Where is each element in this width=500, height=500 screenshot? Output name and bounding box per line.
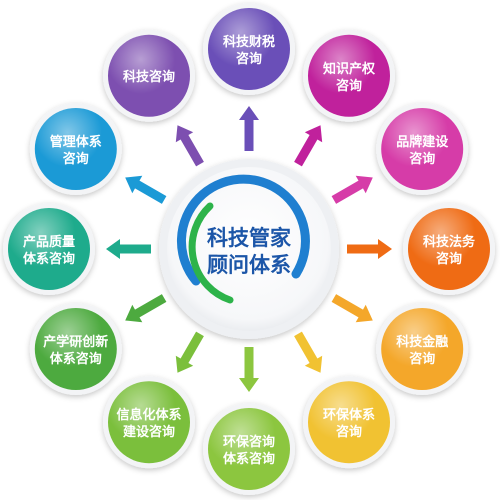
center-ring-blue bbox=[176, 174, 310, 286]
node-label-line-1: 科技咨询 bbox=[123, 69, 175, 85]
arrow-0 bbox=[239, 106, 259, 151]
node-label-line-1: 知识产权 bbox=[323, 61, 376, 77]
node-label-line-2: 咨询 bbox=[236, 51, 262, 67]
node-label-line-2: 体系咨询 bbox=[23, 251, 75, 267]
arrow-3 bbox=[347, 239, 392, 259]
node-gloss bbox=[8, 208, 90, 290]
center-hub: 科技管家 顾问体系 bbox=[159, 159, 339, 339]
node-label-line-2: 咨询 bbox=[409, 151, 435, 167]
node-label-line-1: 产品质量 bbox=[23, 234, 75, 250]
arrow-1 bbox=[294, 125, 323, 167]
node-label-line-2: 体系咨询 bbox=[50, 351, 102, 367]
node-gloss bbox=[208, 8, 290, 90]
arrow-7 bbox=[175, 331, 204, 373]
node-gloss bbox=[34, 308, 117, 390]
node-label-line-1: 产学研创新 bbox=[43, 334, 108, 350]
node-gloss bbox=[108, 34, 190, 117]
node-label-line-2: 咨询 bbox=[336, 424, 362, 440]
center-title-line-1: 科技管家 bbox=[207, 226, 292, 250]
node-gloss bbox=[381, 108, 464, 190]
node-gloss bbox=[408, 208, 490, 290]
node-gloss bbox=[308, 34, 390, 117]
node-label-line-2: 咨询 bbox=[436, 251, 462, 267]
node-label-line-1: 环保体系 bbox=[323, 407, 375, 423]
node-gloss bbox=[308, 381, 390, 464]
arrows-layer bbox=[106, 106, 392, 392]
node-label-line-1: 环保咨询 bbox=[223, 434, 275, 450]
center-ring-green bbox=[188, 202, 234, 304]
node-gloss bbox=[34, 108, 117, 190]
consulting-node-11: 科技咨询 bbox=[103, 29, 195, 122]
node-label-line-2: 咨询 bbox=[63, 151, 89, 167]
node-label-line-1: 科技财税 bbox=[223, 34, 275, 50]
node-label-line-1: 科技金融 bbox=[396, 334, 448, 350]
node-gloss bbox=[381, 308, 464, 390]
node-label-line-1: 品牌建设 bbox=[396, 134, 449, 150]
node-label-line-1: 管理体系 bbox=[50, 134, 102, 150]
node-gloss bbox=[108, 381, 190, 464]
arrow-8 bbox=[125, 294, 167, 323]
arrow-9 bbox=[106, 239, 151, 259]
arrow-10 bbox=[125, 175, 167, 204]
center-title-line-2: 顾问体系 bbox=[207, 253, 291, 277]
arrow-11 bbox=[175, 125, 204, 167]
nodes-layer: 科技财税咨询知识产权咨询品牌建设咨询科技法务咨询科技金融咨询环保体系咨询环保咨询… bbox=[3, 3, 495, 495]
arrow-2 bbox=[331, 175, 373, 204]
arrow-4 bbox=[331, 294, 373, 323]
node-label-line-2: 建设咨询 bbox=[123, 424, 175, 440]
node-label-line-1: 科技法务 bbox=[423, 234, 476, 250]
node-label-line-2: 咨询 bbox=[409, 351, 435, 367]
node-label-line-1: 信息化体系 bbox=[116, 407, 181, 423]
node-gloss bbox=[208, 408, 290, 490]
node-label-line-2: 咨询 bbox=[336, 78, 362, 94]
arrow-6 bbox=[239, 347, 259, 392]
node-label-line-2: 体系咨询 bbox=[223, 451, 275, 467]
arrow-5 bbox=[294, 331, 323, 373]
